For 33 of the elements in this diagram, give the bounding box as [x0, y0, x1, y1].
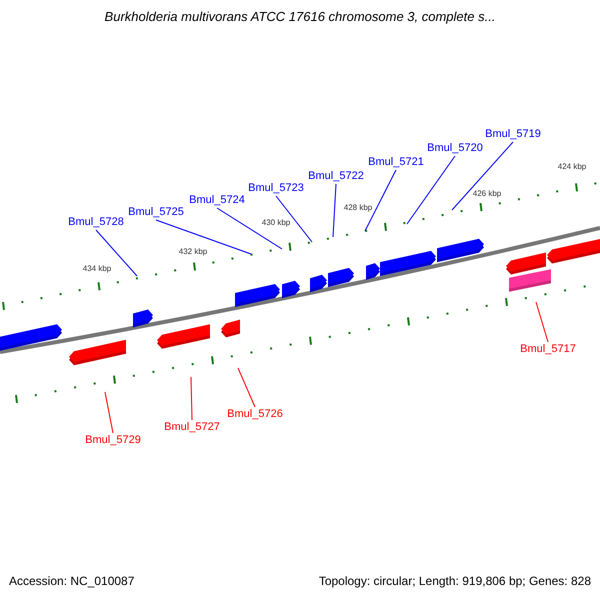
gene-label: Bmul_5725 — [128, 206, 184, 218]
leader-line — [156, 220, 252, 254]
leader-line — [276, 196, 312, 242]
leader-line — [190, 376, 192, 420]
scale-label: 432 kbp — [178, 247, 208, 256]
leader-line — [536, 302, 548, 342]
accession-text: Accession: NC_010087 — [9, 575, 134, 587]
leader-line — [364, 170, 396, 232]
title: Burkholderia multivorans ATCC 17616 chromosome 3, complete s... — [104, 11, 496, 23]
gene-label: Bmul_5717 — [520, 343, 576, 355]
gene-label: Bmul_5729 — [85, 434, 141, 446]
gene-label: Bmul_5728 — [68, 216, 124, 228]
leader-line — [406, 156, 456, 224]
gene-label: Bmul_5720 — [427, 142, 483, 154]
leader-line — [104, 392, 114, 434]
scale-label: 426 kbp — [472, 189, 502, 198]
gene-label: Bmul_5721 — [368, 156, 424, 168]
leader-line — [452, 142, 514, 210]
gene-label: Bmul_5727 — [164, 421, 220, 433]
scale-label: 434 kbp — [82, 264, 112, 273]
summary-text: Topology: circular; Length: 919,806 bp; Genes: 828 — [318, 575, 591, 587]
scale-label: 430 kbp — [262, 218, 290, 227]
gene-label: Bmul_5723 — [248, 182, 304, 194]
leader-line — [216, 208, 282, 250]
scale-label: 428 kbp — [344, 203, 372, 212]
gene-label: Bmul_5722 — [308, 170, 364, 182]
gene-label: Bmul_5719 — [485, 128, 541, 140]
leader-line — [332, 184, 336, 238]
leader-line — [238, 368, 256, 408]
gene-label: Bmul_5724 — [189, 194, 245, 206]
scale-label: 424 kbp — [558, 162, 586, 171]
leader-line — [96, 230, 138, 276]
gene-label: Bmul_5726 — [227, 408, 283, 420]
